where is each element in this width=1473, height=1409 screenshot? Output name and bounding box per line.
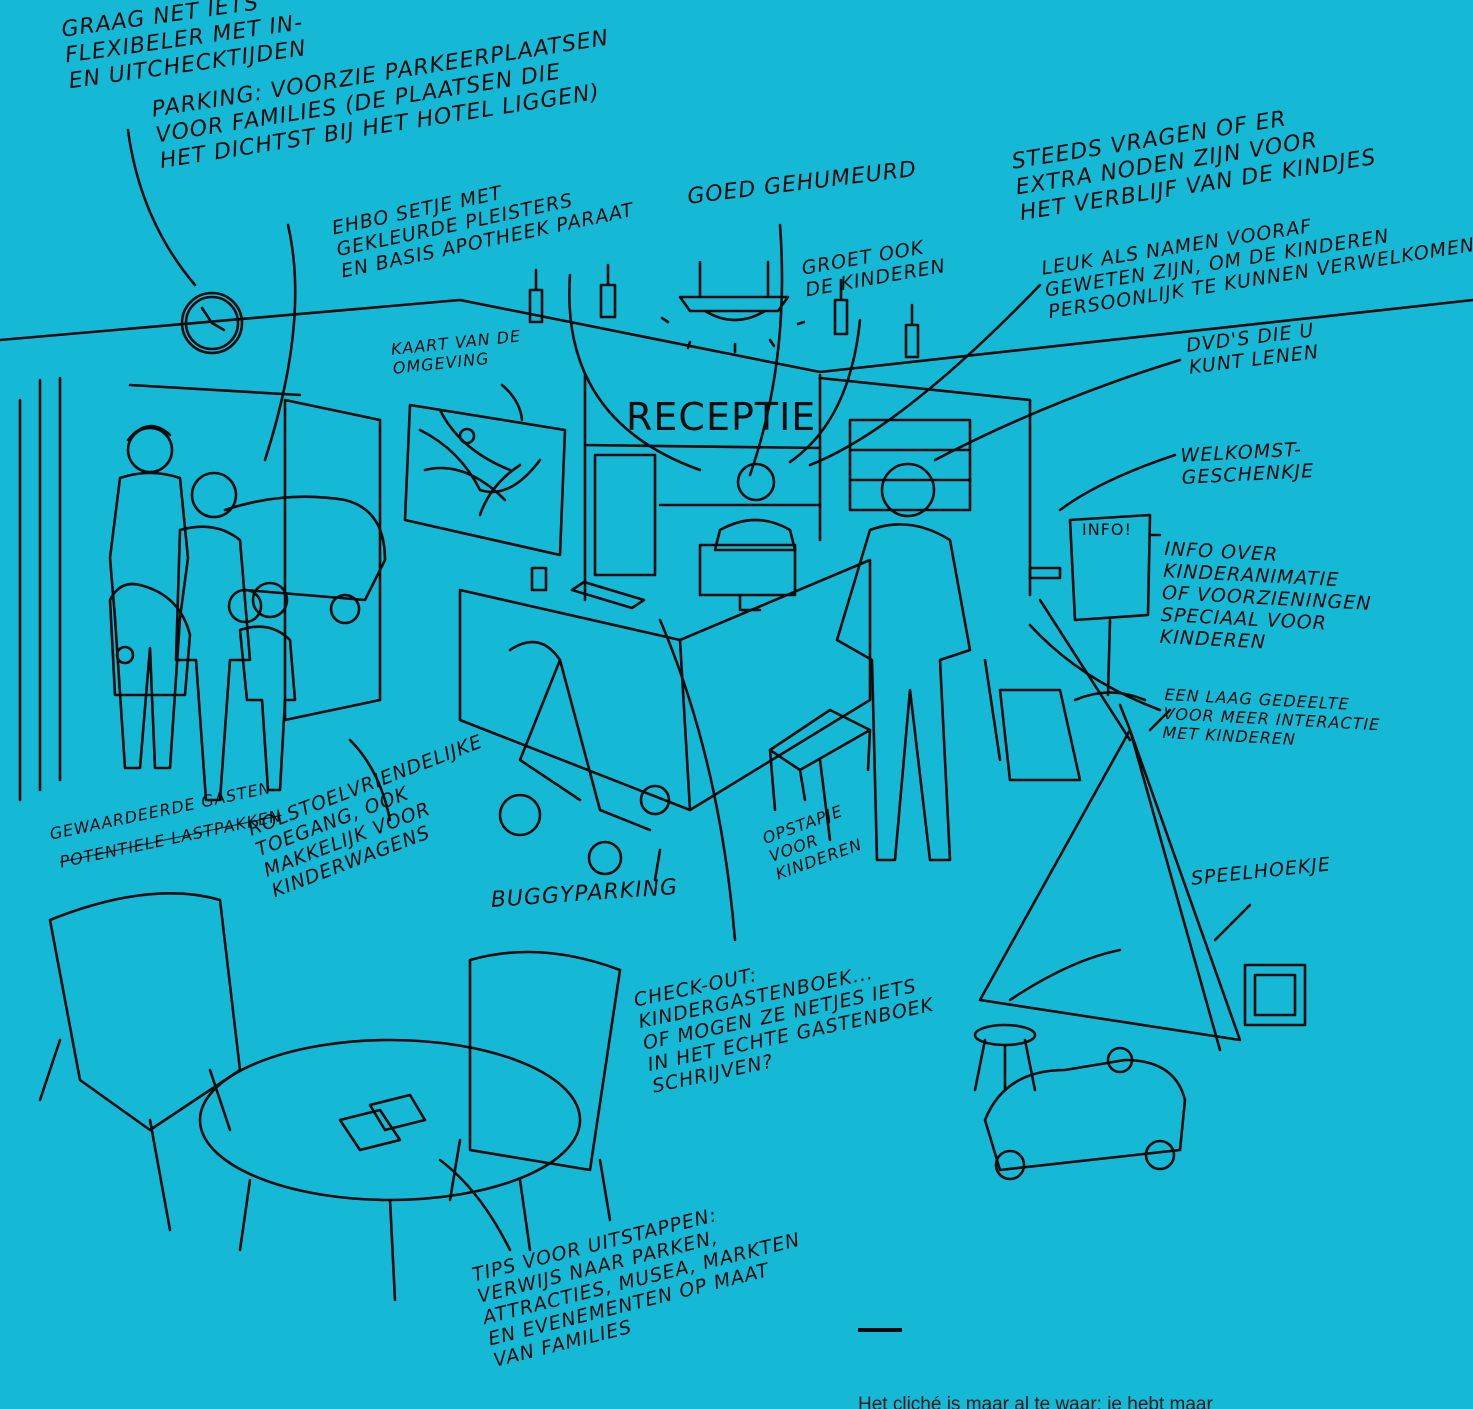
area-map-frame: [405, 405, 565, 555]
caption-text: Het cliché is maar al te waar: je hebt m…: [858, 1390, 1458, 1409]
annotation-kids-info: INFO OVER KINDERANIMATIE OF VOORZIENINGE…: [1159, 538, 1374, 659]
reception-sign: RECEPTIE: [626, 395, 816, 439]
businessman-figure: [837, 464, 1080, 860]
info-board-text: INFO!: [1082, 520, 1132, 539]
stool-icon: [975, 1025, 1035, 1090]
annotation-low-counter: EEN LAAG GEDEELTE VOOR MEER INTERACTIE M…: [1162, 685, 1382, 753]
info-sign-stand: [1030, 515, 1150, 740]
lounge-chairs: [40, 893, 620, 1230]
family-figures: [110, 426, 385, 800]
toy-car-icon: [985, 1048, 1185, 1179]
caption-dash: [858, 1328, 902, 1332]
entrance-doors: [20, 378, 380, 800]
toy-cube-icon: [1245, 965, 1305, 1025]
reception-counter: [460, 545, 870, 810]
receptionist-figure: [715, 464, 795, 550]
annotation-welcome-gift: WELKOMST- GESCHENKJE: [1180, 438, 1315, 489]
stroller-icon: [500, 642, 669, 874]
